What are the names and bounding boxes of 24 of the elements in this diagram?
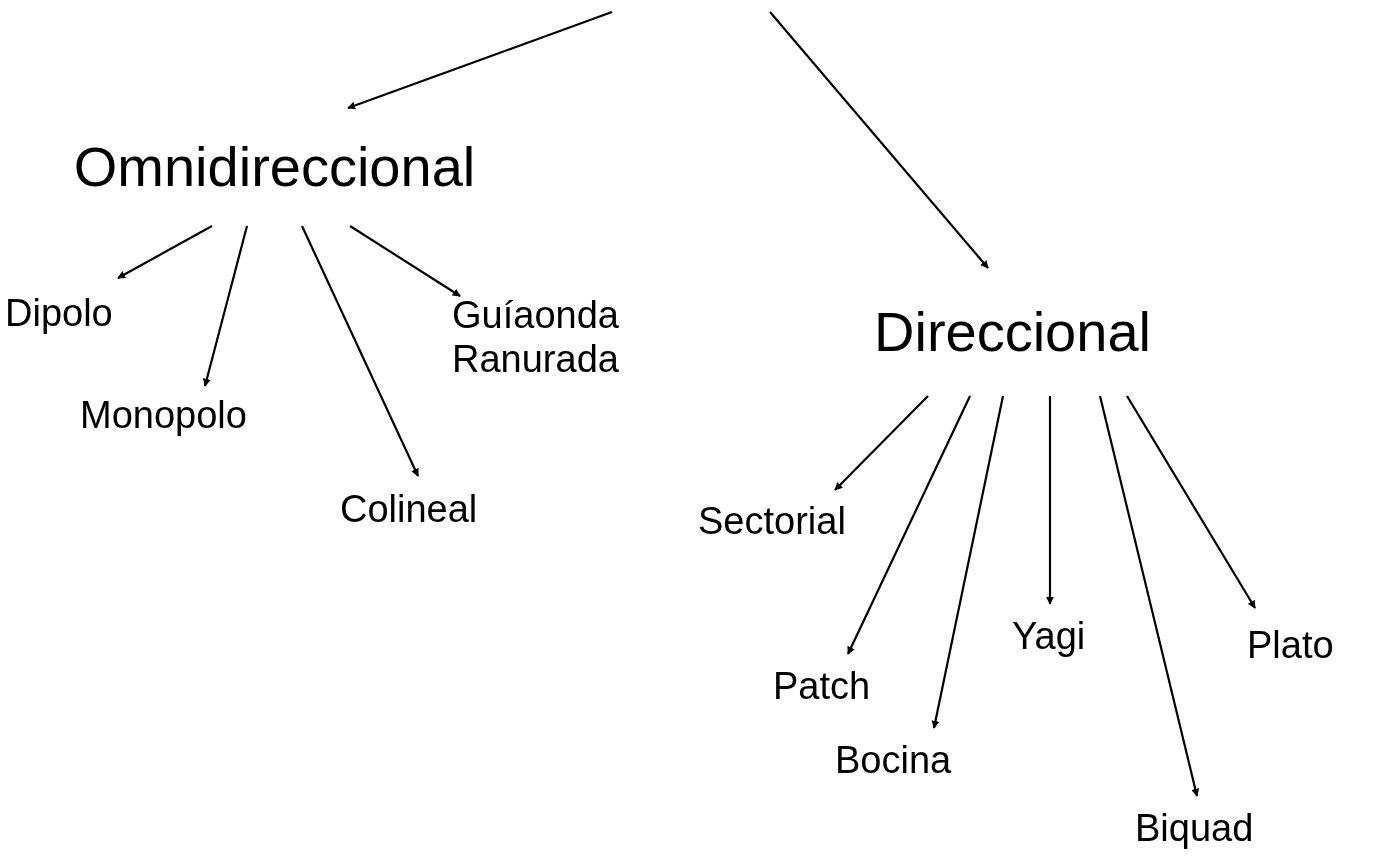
antenna-type-label: Plato [1247, 624, 1334, 668]
antenna-type-label: Colineal [340, 488, 478, 532]
arrow [847, 395, 971, 655]
arrow [347, 10, 613, 110]
arrow [769, 11, 989, 269]
antenna-type-label: Patch [773, 665, 871, 709]
antenna-type-label: Guíaonda Ranurada [452, 294, 619, 382]
arrow [834, 395, 929, 491]
arrow [1126, 395, 1256, 609]
antenna-type-label: Biquad [1135, 807, 1254, 851]
arrow [202, 225, 249, 387]
antenna-type-label: Yagi [1012, 615, 1086, 659]
antenna-type-label: Monopolo [80, 394, 247, 438]
antenna-type-label: Bocina [835, 739, 952, 783]
category-heading: Direccional [874, 299, 1151, 365]
arrow [1098, 395, 1200, 797]
antenna-type-label: Dipolo [5, 292, 113, 336]
arrow [117, 225, 213, 279]
arrow [931, 395, 1005, 729]
arrow [1046, 396, 1054, 605]
antenna-type-label: Sectorial [698, 500, 846, 544]
arrow [349, 225, 461, 297]
arrow [301, 225, 419, 477]
category-heading: Omnidireccional [73, 134, 476, 200]
